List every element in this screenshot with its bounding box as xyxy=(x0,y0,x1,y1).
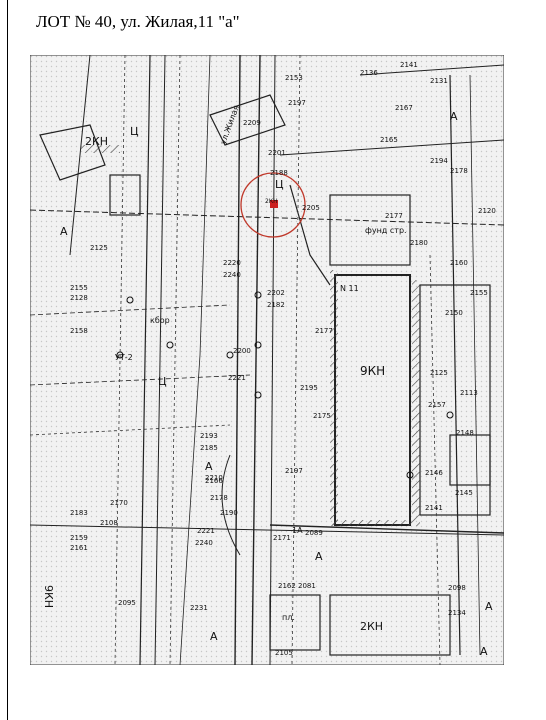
annotation-label: N 11 xyxy=(340,284,359,293)
map-label: 2136 xyxy=(360,69,378,77)
map-label: 2158 xyxy=(70,327,88,335)
map-label: 2220 xyxy=(223,259,241,267)
zone-label: 9КН xyxy=(42,585,55,608)
map-label: 2095 xyxy=(118,599,136,607)
zone-label: 2КН xyxy=(85,135,108,148)
map-label: 2155 xyxy=(70,284,88,292)
map-label: 2180 xyxy=(410,239,428,247)
map-label: 2165 xyxy=(380,136,398,144)
map-label: 2125 xyxy=(90,244,108,252)
zone-label: Ц xyxy=(130,125,139,138)
map-label: 2188 xyxy=(270,169,288,177)
zone-label: Ц xyxy=(158,375,167,388)
map-label: 2081 xyxy=(298,582,316,590)
map-label: 2120 xyxy=(478,207,496,215)
map-label: 2162 xyxy=(278,582,296,590)
map-label: 2175 xyxy=(313,412,331,420)
site-plan-map: 2153 2136 2141 2131 2167 2197 2209 2201 … xyxy=(30,55,504,665)
map-label: 2128 xyxy=(70,294,88,302)
map-label: 2167 xyxy=(395,104,413,112)
map-label: 2161 xyxy=(70,544,88,552)
map-label: 2210 xyxy=(205,474,223,482)
map-label: 2131 xyxy=(430,77,448,85)
map-label: 2240 xyxy=(195,539,213,547)
utility-lines xyxy=(30,55,441,665)
map-label: 2178 xyxy=(210,494,228,502)
map-label: 2194 xyxy=(430,157,448,165)
hatched-walls xyxy=(80,145,420,526)
map-label: 2202 xyxy=(267,289,285,297)
map-label: 2160 xyxy=(450,259,468,267)
map-label: 2178 xyxy=(450,167,468,175)
zone-label: А xyxy=(485,600,493,613)
map-labels: 2153 2136 2141 2131 2167 2197 2209 2201 … xyxy=(70,61,496,657)
site-plan-drawing: 2153 2136 2141 2131 2167 2197 2209 2201 … xyxy=(30,55,504,665)
map-label: 2177 xyxy=(315,327,333,335)
map-label: 2153 xyxy=(285,74,303,82)
map-label: 2155 xyxy=(470,289,488,297)
map-label: 2108 xyxy=(100,519,118,527)
lot-marker xyxy=(270,200,278,208)
street-lines xyxy=(30,55,504,665)
map-label: 2240 xyxy=(223,271,241,279)
map-label: 2209 xyxy=(243,119,261,127)
map-label: 2134 xyxy=(448,609,466,617)
zone-label: Ц xyxy=(275,178,284,191)
annotation-label: 2КН xyxy=(360,620,383,633)
map-label: 2141 xyxy=(425,504,443,512)
map-label: 2205 xyxy=(302,204,320,212)
annotation-label: кбор xyxy=(150,316,170,325)
map-label: 2183 xyxy=(70,509,88,517)
map-label: 2182 xyxy=(267,301,285,309)
map-label: 2195 xyxy=(300,384,318,392)
map-label: 2190 xyxy=(220,509,238,517)
map-label: 2166 xyxy=(205,477,223,485)
annotations: фунд стр. кбор УТ-2 N 11 2КН 2КН пл. 1А xyxy=(115,198,407,633)
zone-label: А xyxy=(205,460,213,473)
map-label: 2193 xyxy=(200,432,218,440)
map-label: 2141 xyxy=(400,61,418,69)
map-label: 2157 xyxy=(428,401,446,409)
map-label: 2197 xyxy=(285,467,303,475)
map-label: 2148 xyxy=(456,429,474,437)
map-label: 2089 xyxy=(305,529,323,537)
zone-labels: 9КН 2КН 9КН А А А А А А А Ц Ц Ц xyxy=(42,110,493,658)
page-title: ЛОТ № 40, ул. Жилая,11 "а" xyxy=(36,12,240,31)
map-label: 2145 xyxy=(455,489,473,497)
annotation-label: 1А xyxy=(292,526,303,535)
map-label: 2201 xyxy=(268,149,286,157)
map-label: 2170 xyxy=(110,499,128,507)
map-label: 2185 xyxy=(200,444,218,452)
map-label: 2105 xyxy=(275,649,293,657)
zone-label: А xyxy=(450,110,458,123)
zone-label: 9КН xyxy=(360,364,385,378)
map-label: 2221 xyxy=(228,374,246,382)
map-label: 2171 xyxy=(273,534,291,542)
zone-label: А xyxy=(480,645,488,658)
map-label: 2150 xyxy=(445,309,463,317)
utility-nodes xyxy=(116,291,454,479)
map-label: 2146 xyxy=(425,469,443,477)
zone-label: А xyxy=(210,630,218,643)
map-label: 2125 xyxy=(430,369,448,377)
map-label: 2197 xyxy=(288,99,306,107)
zone-label: А xyxy=(60,225,68,238)
map-label: 2221 xyxy=(197,527,215,535)
annotation-label: пл. xyxy=(282,613,295,622)
map-label: 2113 xyxy=(460,389,478,397)
page-border xyxy=(7,0,8,720)
map-label: 2200 xyxy=(233,347,251,355)
lot-highlight-circle xyxy=(240,172,306,238)
annotation-label: фунд стр. xyxy=(365,226,407,235)
annotation-label: УТ-2 xyxy=(115,353,133,362)
map-label: 2177 xyxy=(385,212,403,220)
map-label: 2231 xyxy=(190,604,208,612)
map-label: 2159 xyxy=(70,534,88,542)
annotation-label: 2КН xyxy=(265,198,278,205)
zone-label: А xyxy=(315,550,323,563)
map-label: 2098 xyxy=(448,584,466,592)
